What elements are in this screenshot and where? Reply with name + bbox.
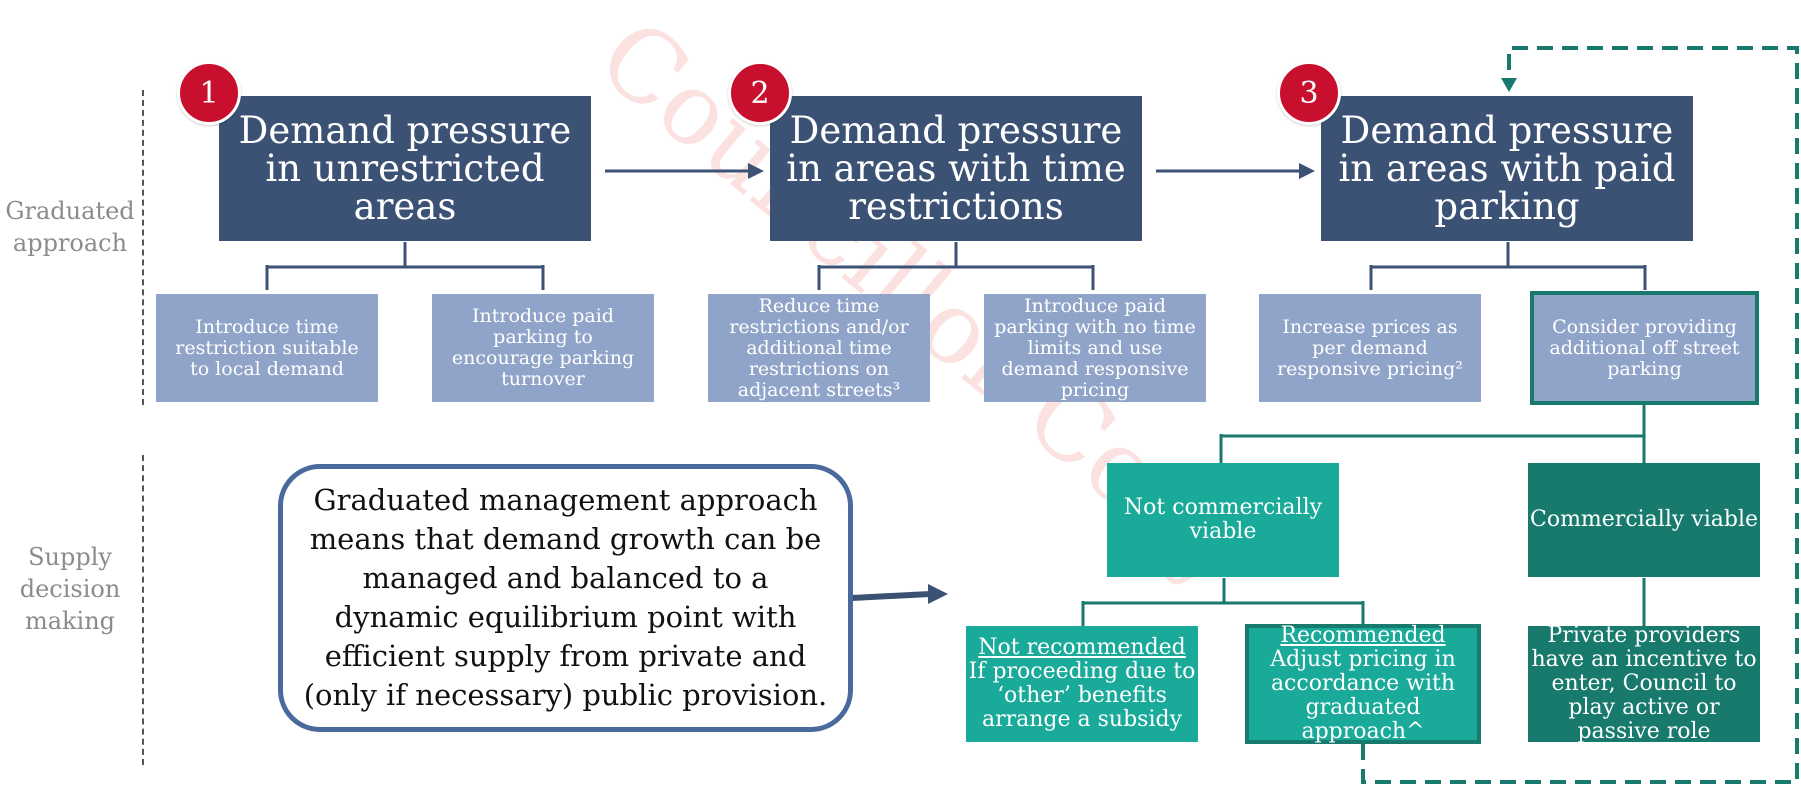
- recommended-body: Adjust pricing in accordance with gradua…: [1270, 647, 1456, 744]
- supply-divider: [142, 455, 144, 765]
- option-text: Reduce time restrictions and/or addition…: [729, 294, 909, 401]
- graduated-approach-callout: Graduated management approach means that…: [278, 464, 853, 732]
- supply-decision-label: Supply decision making: [19, 543, 121, 635]
- option-text: Consider providing additional off street…: [1549, 315, 1740, 380]
- graduated-divider: [142, 90, 144, 405]
- not-recommended-heading: Not recommended: [978, 635, 1186, 660]
- step-2-badge: 2: [728, 61, 792, 125]
- not-viable-text: Not commercially viable: [1123, 495, 1323, 544]
- step-2-option-reduce-time: Reduce time restrictions and/or addition…: [708, 294, 930, 402]
- step-1-badge: 1: [177, 61, 241, 125]
- step-1-title: Demand pressure in unrestricted areas: [238, 108, 572, 228]
- not-commercially-viable-box: Not commercially viable: [1107, 463, 1339, 577]
- option-text: Introduce paid parking to encourage park…: [451, 305, 635, 390]
- not-recommended-body: If proceeding due to ‘other’ benefits ar…: [968, 659, 1196, 732]
- recommended-box: Recommended Adjust pricing in accordance…: [1245, 624, 1481, 744]
- step-1-option-time-restriction: Introduce time restriction suitable to l…: [156, 294, 378, 402]
- step-2-title: Demand pressure in areas with time restr…: [786, 108, 1126, 228]
- option-text: Introduce paid parking with no time limi…: [994, 294, 1196, 401]
- viable-text: Commercially viable: [1529, 507, 1759, 532]
- step-1-box: Demand pressure in unrestricted areas: [219, 96, 591, 241]
- private-providers-box: Private providers have an incentive to e…: [1528, 623, 1760, 744]
- callout-text: Graduated management approach means that…: [303, 483, 828, 712]
- step-3-box: Demand pressure in areas with paid parki…: [1321, 96, 1693, 241]
- private-providers-text: Private providers have an incentive to e…: [1531, 623, 1757, 744]
- step-2-option-paid-no-limits: Introduce paid parking with no time limi…: [984, 294, 1206, 402]
- option-text: Introduce time restriction suitable to l…: [175, 315, 359, 380]
- step-3-option-off-street-parking: Consider providing additional off street…: [1530, 291, 1759, 405]
- step-2-box: Demand pressure in areas with time restr…: [770, 96, 1142, 241]
- option-text: Increase prices as per demand responsive…: [1277, 315, 1463, 380]
- step-3-title: Demand pressure in areas with paid parki…: [1338, 108, 1676, 228]
- step-3-badge: 3: [1277, 61, 1341, 125]
- graduated-approach-label: Graduated approach: [5, 197, 135, 257]
- step-1-option-paid-parking: Introduce paid parking to encourage park…: [432, 294, 654, 402]
- not-recommended-box: Not recommended If proceeding due to ‘ot…: [966, 626, 1198, 742]
- step-3-option-increase-prices: Increase prices as per demand responsive…: [1259, 294, 1481, 402]
- recommended-heading: Recommended: [1280, 623, 1446, 648]
- commercially-viable-box: Commercially viable: [1528, 463, 1760, 577]
